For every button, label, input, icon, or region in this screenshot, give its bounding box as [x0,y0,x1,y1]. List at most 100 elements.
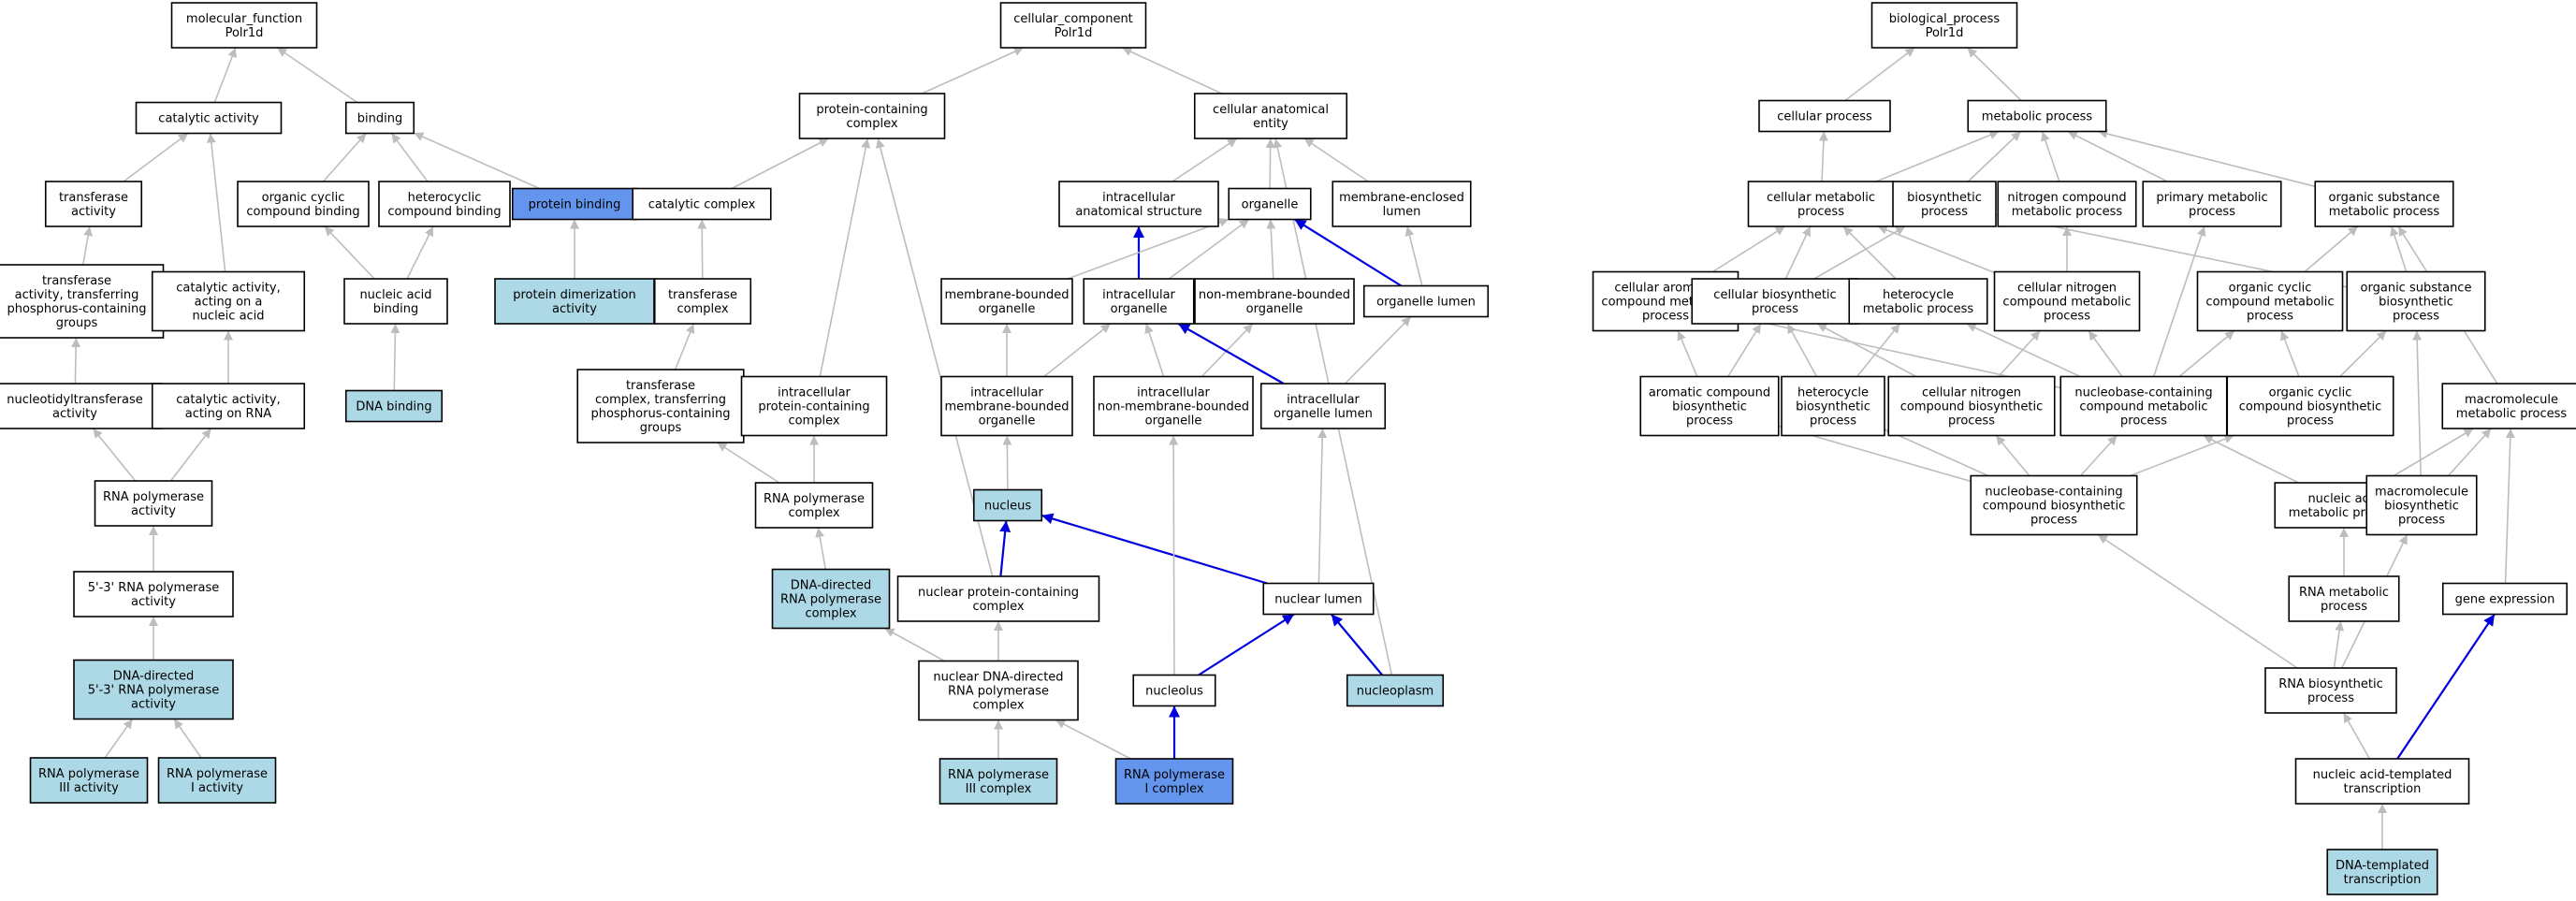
node-label: organelle [1111,302,1168,316]
node-box [1332,181,1472,227]
edge-rna-pol-activity-to-catalytic-rna [169,428,212,482]
node-label: anatomical structure [1075,205,1201,219]
edge-nuclear-lumen-to-nucleus [1041,513,1268,585]
node-label: biological_process [1889,12,2001,26]
node-box [44,181,143,227]
node-label: process [2321,600,2367,614]
node-label: catalytic activity, [176,282,281,296]
go-term-node-catalytic-activity: catalytic activity [135,101,283,135]
node-label: process [1921,205,1968,219]
edge-nucleic-acid-binding-to-heterocyclic-binding [406,225,434,280]
node-box [1262,582,1375,616]
node-label: Polr1d [226,26,264,40]
edge-protein-binding-to-binding [413,132,541,190]
node-box [1132,674,1216,707]
node-label: activity [131,698,176,712]
node-label: heterocycle [1797,386,1869,400]
node-label: process [1686,414,1733,429]
edge-organic-cyclic-biosynthetic-to-organic-substance-biosynthetic [2339,329,2387,378]
node-label: compound metabolic [2079,400,2207,414]
node-label: compound metabolic [2002,296,2131,310]
edge-layer [71,47,2515,850]
node-box [494,278,655,325]
node-label: RNA biosynthetic [2278,677,2383,691]
edge-membrane-enclosed-lumen-to-cellular-anatomical-entity [1303,138,1369,182]
edge-organelle-lumen-to-membrane-enclosed-lumen [1404,225,1423,286]
node-label: complex [972,600,1024,614]
node-label: macromolecule [2375,486,2468,500]
node-label: III complex [966,782,1032,796]
edge-nucleobase-biosynthetic-to-heterocycle-biosynthetic [1884,428,1989,477]
node-label: metabolic process [1863,302,1974,316]
edge-gene-expression-to-macromolecule-metabolic [2504,428,2515,584]
go-term-node-nuclear-lumen: nuclear lumen [1262,582,1375,616]
edge-rna-biosynthetic-to-rna-metabolic [2333,620,2345,669]
node-box [2441,582,2569,616]
edge-rna-pol-activity-to-nucleotidyltransferase [92,428,137,482]
edge-nuclear-protein-complex-to-nucleus [999,520,1011,577]
go-term-node-gene-expression: gene expression [2441,582,2569,616]
edge-macromolecule-biosynthetic-to-macromolecule-metabolic [2447,428,2492,477]
node-box [632,187,772,221]
node-box [999,2,1147,49]
edge-cellular-nitrogen-metabolic-to-cellular-metabolic [1877,225,1995,274]
node-label: process [1797,205,1844,219]
node-label: membrane-bounded [944,288,1069,302]
node-label: cellular nitrogen [2017,282,2117,296]
edge-heterocycle-biosynthetic-to-cellular-biosynthetic [1786,323,1818,377]
node-label: Polr1d [1055,26,1093,40]
go-term-node-intracellular-nmb-organelle: intracellularnon-membrane-boundedorganel… [1093,375,1254,437]
edge-rna-pol-complex-to-transferase-complex-phospho [716,442,780,484]
node-box [1228,187,1312,221]
node-box [1997,181,2137,227]
node-label: catalytic activity [158,112,259,126]
node-label: I activity [191,781,243,795]
edge-cellular-metabolic-to-metabolic-process [1875,130,2000,182]
node-label: protein-containing [816,103,927,117]
node-box [2365,474,2478,536]
node-label: RNA polymerase [38,767,139,781]
node-label: nuclear lumen [1274,593,1361,607]
node-label: intracellular [970,386,1043,400]
node-box [1259,383,1387,429]
node-box [1194,278,1355,325]
node-label: 5'-3' RNA polymerase [88,684,220,698]
node-label: heterocyclic [408,191,482,205]
edge-organic-substance-metabolic-to-metabolic-process [2097,129,2316,188]
edge-nucleobase-metabolic-to-cellular-nitrogen-metabolic [2088,330,2123,377]
node-label: activity [131,504,176,518]
node-box [151,270,306,332]
edge-rna-pol-i-complex-to-nuclear-dna-directed [1055,719,1131,760]
node-box [1346,674,1445,707]
node-label: compound biosynthetic [1900,400,2044,414]
node-box [918,660,1079,721]
node-box [1193,93,1348,139]
go-term-node-binding: binding [344,101,415,135]
node-label: 5'-3' RNA polymerase [88,581,220,595]
node-label: cellular biosynthetic [1713,288,1836,302]
node-label: RNA polymerase [948,768,1049,782]
node-label: process [1810,414,1856,429]
node-label: intracellular [1102,191,1175,205]
edge-catalytic-nucleic-to-catalytic-activity [206,133,226,272]
node-label: complex, transferring [595,393,726,407]
node-box [653,278,752,325]
node-label: process [2044,310,2090,324]
node-box [2294,758,2470,805]
edge-transferase-complex-to-catalytic-complex [697,219,707,280]
edge-nucleobase-metabolic-to-primary-metabolic [2152,225,2206,377]
node-label: binding [373,302,418,316]
node-label: cellular nitrogen [1922,386,2021,400]
